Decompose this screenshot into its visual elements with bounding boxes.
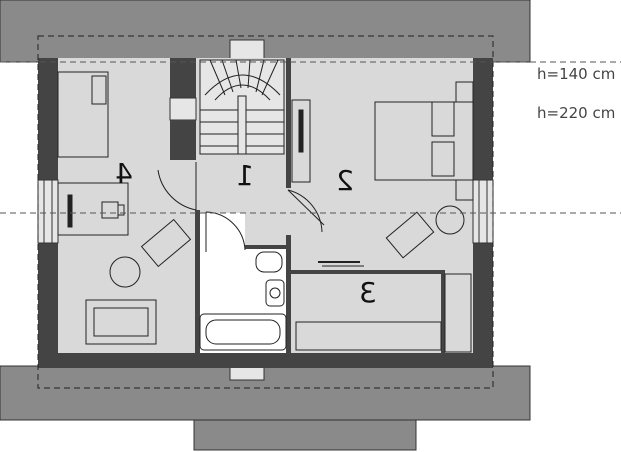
room-number-4: 4 — [115, 157, 133, 190]
label-h220: h=220 cm — [537, 104, 615, 122]
room-number-2: 2 — [336, 164, 354, 197]
gable-windows — [37, 179, 494, 244]
internal-walls — [169, 58, 445, 353]
dimension-lines — [0, 61, 621, 214]
room-2-furniture — [291, 81, 474, 259]
roof-outline — [37, 35, 494, 389]
bathroom-fixtures — [199, 251, 287, 351]
roof-top — [0, 0, 531, 63]
room-number-1: 1 — [236, 159, 254, 192]
staircase — [199, 59, 285, 155]
doors — [157, 162, 364, 267]
room-4-furniture — [57, 71, 192, 345]
room-3-wardrobe — [295, 273, 472, 353]
roof-bottom — [0, 365, 531, 451]
label-h140: h=140 cm — [537, 65, 615, 83]
room-number-3: 3 — [359, 276, 377, 309]
